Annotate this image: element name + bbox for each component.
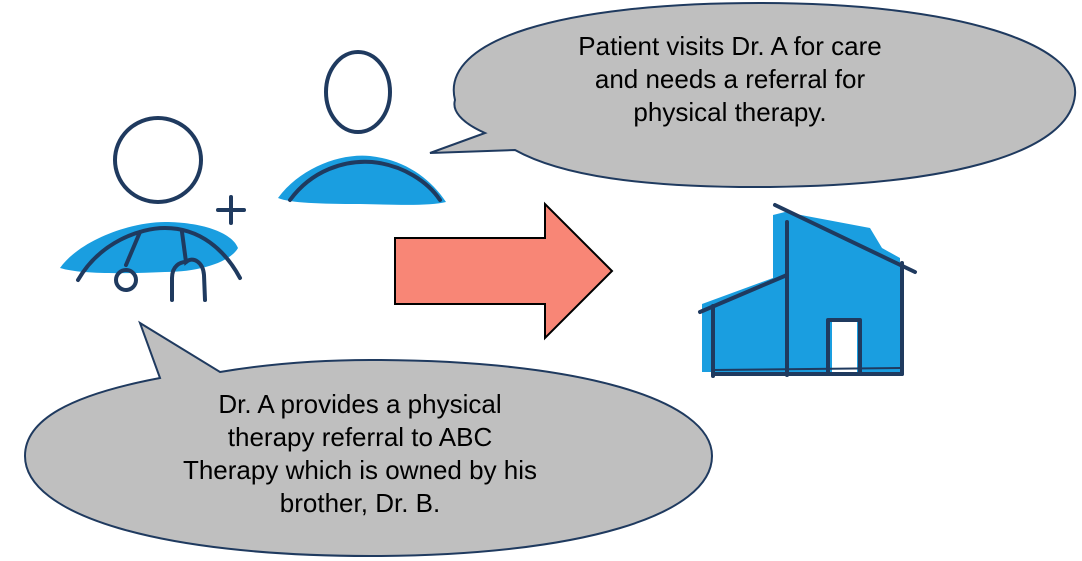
doctor-stethoscope-icon <box>60 116 242 302</box>
therapy-building-icon <box>698 203 917 378</box>
patient-speech-bubble <box>429 1 1077 189</box>
plus-icon <box>216 195 246 225</box>
doctor-speech-bubble <box>23 320 714 558</box>
person-icon <box>278 50 446 205</box>
patient-bubble-text: Patient visits Dr. A for care and needs … <box>578 31 882 127</box>
doctor-bubble-text: Dr. A provides a physical therapy referr… <box>182 389 538 518</box>
right-arrow-icon <box>394 201 614 341</box>
